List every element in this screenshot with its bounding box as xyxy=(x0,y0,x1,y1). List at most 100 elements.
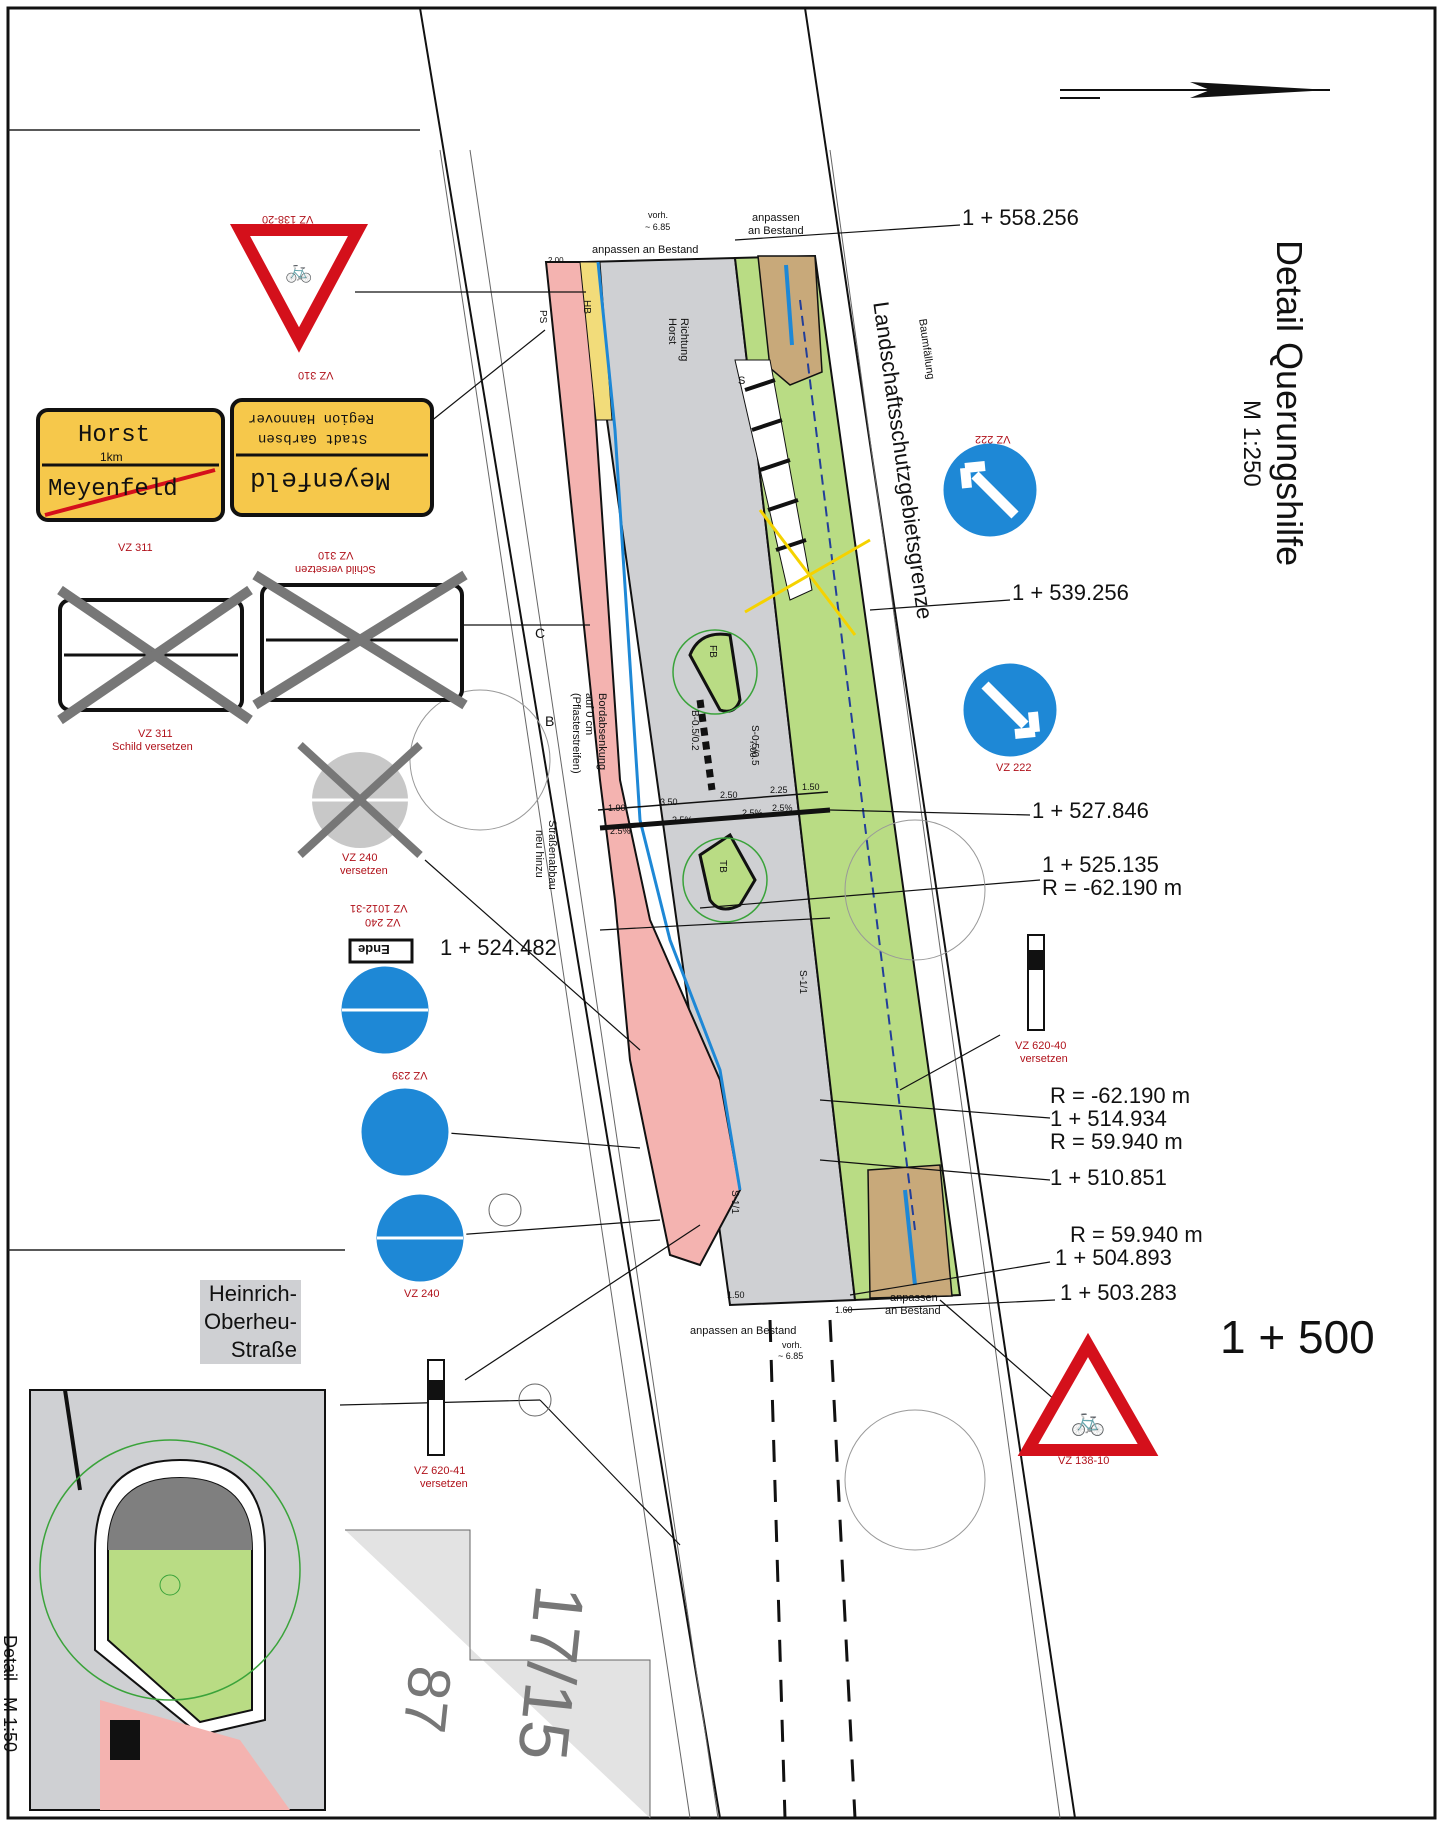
vz240-old-label-2: versetzen xyxy=(340,865,388,877)
radius-4: R = -62.190 m xyxy=(1042,875,1183,900)
ende-plate xyxy=(348,938,414,964)
width-3-50: 3.50 xyxy=(660,797,678,807)
anpassen-bottom: anpassen an Bestand xyxy=(690,1325,797,1337)
vorh-bottom-width: ~ 6.85 xyxy=(778,1351,804,1361)
width-1-60: 1.60 xyxy=(835,1305,853,1315)
svg-text:🚲: 🚲 xyxy=(1071,1404,1106,1437)
s-1-1-b: S-1/1 xyxy=(729,1190,740,1214)
vz310-label: VZ 310 xyxy=(298,369,334,381)
fb-label: FB xyxy=(707,645,718,658)
station-3: 1 + 527.846 xyxy=(1032,798,1149,823)
section-c-label: C xyxy=(535,625,546,641)
ende-text: Ende xyxy=(358,942,390,957)
vz239-label: VZ 239 xyxy=(392,1069,428,1081)
station-9: 1 + 503.283 xyxy=(1060,1280,1177,1305)
station-6: 1 + 514.934 xyxy=(1050,1106,1167,1131)
station-8: 1 + 504.893 xyxy=(1055,1245,1172,1270)
station-5: 1 + 524.482 xyxy=(440,935,557,960)
station-big: 1 + 500 xyxy=(1220,1311,1375,1363)
meyenfeld-sign-text: Meyenfeld xyxy=(48,476,178,503)
stadt-sign-text: Stadt Garbsen xyxy=(258,430,368,446)
horst-label: Horst xyxy=(666,318,678,345)
richtung-label: Richtung xyxy=(678,318,690,362)
vz620-41-post xyxy=(427,1359,445,1456)
b-marking: B-0.5/0.2 xyxy=(689,710,700,751)
vz620-41-label-1: VZ 620-41 xyxy=(414,1465,466,1477)
strassenabbau-label: Straßenabbau xyxy=(546,820,558,890)
anpassen-top-right-1: anpassen xyxy=(752,212,800,224)
vz138-20-sign xyxy=(229,224,369,353)
vz240-old-label-1: VZ 240 xyxy=(342,852,378,864)
island-north xyxy=(688,632,742,713)
anpassen-bottom-right-1: anpassen xyxy=(890,1292,938,1304)
street-name-line-3: Straße xyxy=(230,1337,297,1362)
vz311-old-label-2: Schild versetzen xyxy=(112,741,193,753)
anpassen-top-right-2: an Bestand xyxy=(748,225,804,237)
neu-hinzu-label: neu hinzu xyxy=(533,830,545,878)
pflasterstreifen-label: (Pflasterstreifen) xyxy=(570,693,582,774)
bordabsenkung-label: Bordabsenkung xyxy=(596,693,608,771)
vz222-top-label: VZ 222 xyxy=(975,433,1011,445)
s-marking: S-0.5/0.5 xyxy=(749,725,760,766)
width-2-25: 2.25 xyxy=(770,785,788,795)
plan-frame xyxy=(6,6,1437,1820)
vz138-10-sign xyxy=(1017,1332,1159,1456)
vz222-bottom-label: VZ 222 xyxy=(996,762,1032,774)
station-4: 1 + 525.135 xyxy=(1042,852,1159,877)
vorh-top-width: ~ 6.85 xyxy=(645,222,671,232)
vz239-sign xyxy=(358,1085,452,1179)
hb-strip xyxy=(579,261,613,421)
street-name-line-1: Heinrich- xyxy=(208,1281,297,1306)
width-1-90: 1.90 xyxy=(608,803,626,813)
svg-text:🚲: 🚲 xyxy=(285,259,312,284)
slope-b: 2.5% xyxy=(672,815,693,825)
detail-scale-label: Detail - M 1:50 xyxy=(0,1635,20,1753)
vz138-10-label: VZ 138-10 xyxy=(1058,1455,1110,1467)
radius-6b: R = 59.940 m xyxy=(1050,1129,1183,1154)
station-7: 1 + 510.851 xyxy=(1050,1165,1167,1190)
station-2: 1 + 539.256 xyxy=(1012,580,1129,605)
parcel-number-2: 87 xyxy=(390,1662,465,1737)
vz138-20-label: VZ 138-20 xyxy=(262,213,314,225)
vz310-sign xyxy=(230,398,434,517)
vz311-old-label-1: VZ 311 xyxy=(138,728,173,740)
ps-label: PS xyxy=(537,310,548,324)
street-name-line-2: Oberheu- xyxy=(204,1309,297,1334)
slope-d: 2.5% xyxy=(772,803,793,813)
width-1-50-b: 1.50 xyxy=(802,782,820,792)
vz240-end-label-2: VZ 1012-31 xyxy=(350,902,408,914)
hb-label: HB xyxy=(581,300,592,314)
width-2-00: 2.00 xyxy=(548,256,564,265)
slope-a: 2.5% xyxy=(610,826,631,836)
station-1: 1 + 558.256 xyxy=(962,205,1079,230)
radius-8: R = 59.940 m xyxy=(1070,1222,1203,1247)
tb-label: TB xyxy=(717,860,728,873)
horst-sign-text: Horst xyxy=(78,422,151,449)
island-south xyxy=(698,832,757,911)
vorh-top: vorh. xyxy=(648,210,669,220)
radius-6a: R = -62.190 m xyxy=(1050,1083,1191,1108)
auf-0-cm-label: auf 0 cm xyxy=(583,693,595,736)
vz310-old-label-2: Schild versetzen xyxy=(295,563,376,575)
footpath xyxy=(544,261,742,1267)
anpassen-top: anpassen an Bestand xyxy=(592,244,699,256)
s-1-1-a: S-1/1 xyxy=(797,970,808,994)
meyenfeld-sign-text-2: Meyenfeld xyxy=(250,465,391,495)
width-2-50: 2.50 xyxy=(720,790,738,800)
km-sign-text: 1km xyxy=(100,450,123,464)
vz620-40-label-2: versetzen xyxy=(1020,1053,1068,1065)
region-sign-text: Region Hannover xyxy=(248,410,375,426)
vz240-end-label-1: VZ 240 xyxy=(365,916,401,928)
slope-c: 2.5% xyxy=(742,808,763,818)
vorh-bottom: vorh. xyxy=(782,1340,803,1350)
s-label: S xyxy=(738,375,746,387)
street-name: Heinrich- Oberheu- Straße xyxy=(200,1280,301,1364)
vz620-41-label-2: versetzen xyxy=(420,1478,468,1490)
vz620-40-label-1: VZ 620-40 xyxy=(1015,1040,1067,1052)
anpassen-bottom-right-2: an Bestand xyxy=(885,1305,941,1317)
vz620-40-post xyxy=(1027,934,1045,1031)
vz310-old-label-1: VZ 310 xyxy=(318,549,354,561)
section-b-label: B xyxy=(545,713,555,729)
plan-title: Detail Querungshilfe xyxy=(1269,240,1310,567)
